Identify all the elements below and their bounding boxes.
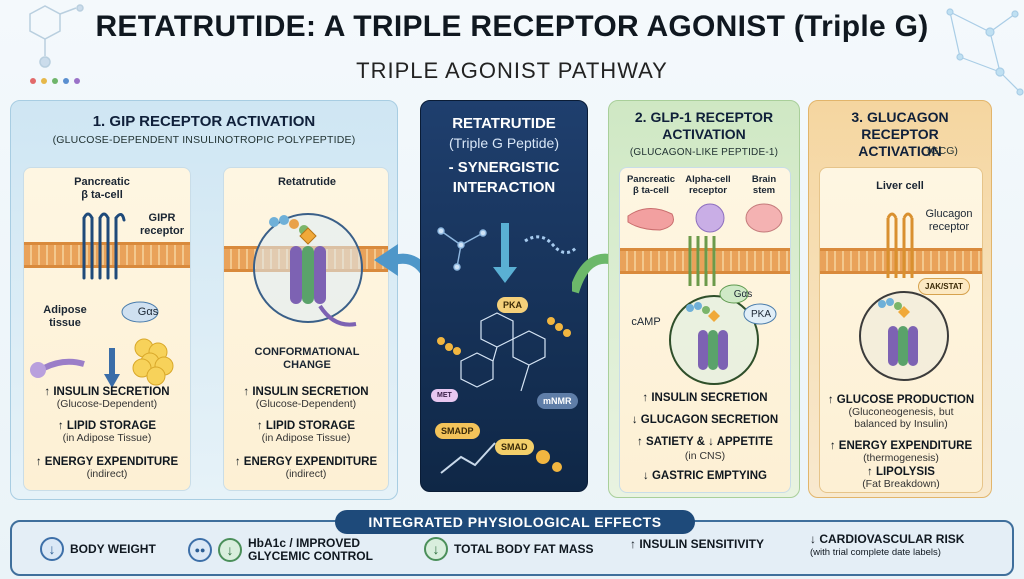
glp-effect-4: ↓ GASTRIC EMPTYING [643, 470, 767, 482]
tissue-label: Adipose tissue [43, 304, 87, 329]
glp1-receptor-illustration [627, 203, 783, 385]
cell-membrane [820, 248, 982, 274]
effect-hba1c: ●● ↓ HbA1c / IMPROVED GLYCEMIC CONTROL [188, 537, 373, 563]
center-title: RETATRUTIDE [452, 115, 556, 132]
smad-pill: SMAD [495, 439, 534, 455]
effect-body-fat: ↓ TOTAL BODY FAT MASS [424, 537, 594, 561]
gip-effect-1: ↑ INSULIN SECRETION (Glucose-Dependent) [44, 386, 170, 410]
cell-label: Pancreatic β ta-cell [74, 176, 130, 201]
retatrutide-center-panel: RETATRUTIDE (Triple G Peptide) - SYNERGI… [420, 100, 588, 492]
synergy-label: - SYNERGISTIC INTERACTION [448, 159, 560, 196]
center-subtitle: (Triple G Peptide) [449, 135, 559, 151]
gip-left-card: Pancreatic β ta-cell GIPR receptor Gαs A… [23, 167, 191, 491]
page-title: RETATRUTIDE: A TRIPLE RECEPTOR AGONIST (… [95, 10, 929, 43]
drug-label: Retatrutide [277, 176, 337, 188]
glp-effect-3-note: (in CNS) [684, 450, 726, 462]
glp-effect-1: ↑ INSULIN SECRETION [642, 392, 768, 404]
cell-label: Liver cell [876, 180, 924, 192]
glp-heading: 2. GLP-1 RECEPTOR ACTIVATION [634, 109, 774, 142]
camp-label: cAMP [631, 316, 661, 328]
cell-label-brainstem: Brain stem [751, 174, 777, 196]
jak-stat-pill: JAK/STAT [918, 278, 970, 295]
smadp-pill: SMADP [435, 423, 480, 439]
gip-effect-2: ↑ LIPID STORAGE (in Adipose Tissue) [256, 420, 356, 444]
gip-right-card: Retatrutide CONFORMATIONAL CHANGE ↑ INSU… [223, 167, 389, 491]
glp-effect-3: ↑ SATIETY & ↓ APPETITE [637, 436, 773, 448]
header: RETATRUTIDE: A TRIPLE RECEPTOR AGONIST (… [0, 0, 1024, 98]
gip-subheading: (GLUCOSE-DEPENDENT INSULINOTROPIC POLYPE… [52, 134, 356, 146]
gcg-heading-suffix: (GCG) [927, 145, 958, 157]
peptide-molecule-illustration [437, 223, 579, 474]
glp-effect-2: ↓ GLUCAGON SECRETION [631, 414, 779, 426]
pka-label: PKA [750, 309, 771, 320]
cardio-note: (with trial complete date labels) [810, 547, 941, 558]
network-decoration-right [946, 8, 1024, 96]
glp-card: Pancreatic β ta-cell Alpha-cell receptor… [619, 167, 791, 493]
change-label: CONFORMATIONAL CHANGE [254, 346, 360, 371]
integrated-effects-title: INTEGRATED PHYSIOLOGICAL EFFECTS [335, 510, 695, 534]
glucagon-receptor-illustration [859, 212, 949, 381]
gip-effect-1: ↑ INSULIN SECRETION (Glucose-Dependent) [243, 386, 369, 410]
receptor-label: GIPR receptor [139, 212, 185, 237]
met-pill: MET [431, 389, 458, 402]
glucagon-panel: 3. GLUCAGON RECEPTOR ACTIVATION (GCG) Li… [808, 100, 992, 498]
cell-label-pancreas: Pancreatic β ta-cell [626, 174, 676, 196]
gcg-heading: 3. GLUCAGON RECEPTOR ACTIVATION [851, 109, 949, 159]
down-arrow-icon: ↓ [40, 537, 64, 561]
gcg-card: Liver cell Glucagon receptor JAK/STAT ↑ … [819, 167, 983, 493]
mnmr-pill: mNMR [537, 393, 578, 409]
glp-subheading: (GLUCAGON-LIKE PEPTIDE-1) [629, 147, 779, 158]
effect-insulin-sensitivity: ↑ INSULIN SENSITIVITY [630, 537, 765, 551]
capsule-icon: ●● [188, 538, 212, 562]
cell-label-alpha: Alpha-cell receptor [685, 174, 731, 196]
glp1-panel: 2. GLP-1 RECEPTOR ACTIVATION (GLUCAGON-L… [608, 100, 800, 498]
effect-cardio-risk: ↓ CARDIOVASCULAR RISK (with trial comple… [810, 532, 965, 558]
effect-body-weight: ↓ BODY WEIGHT [40, 537, 156, 561]
gip-panel: 1. GIP RECEPTOR ACTIVATION (GLUCOSE-DEPE… [10, 100, 398, 500]
g-protein-label: Gαs [137, 306, 159, 318]
gip-effect-3: ↑ ENERGY EXPENDITURE (indirect) [234, 456, 378, 480]
gipr-receptor-illustration [30, 212, 174, 388]
down-arrow-icon: ↓ [424, 537, 448, 561]
gcg-effect-2: ↑ ENERGY EXPENDITURE (thermogenesis) [829, 440, 973, 464]
gcg-effect-3: ↑ LIPOLYSIS (Fat Breakdown) [862, 466, 940, 490]
down-arrow-icon: ↓ [218, 538, 242, 562]
g-protein-label: Gαs [733, 289, 753, 300]
page-subtitle: TRIPLE AGONIST PATHWAY [356, 58, 668, 83]
gcg-effect-1: ↑ GLUCOSE PRODUCTION (Gluconeogenesis, b… [827, 394, 975, 430]
molecule-decoration-left [29, 4, 84, 68]
gip-effect-2: ↑ LIPID STORAGE (in Adipose Tissue) [57, 420, 157, 444]
pka-pill: PKA [497, 297, 529, 313]
gip-heading: 1. GIP RECEPTOR ACTIVATION [92, 113, 316, 130]
gip-effect-3: ↑ ENERGY EXPENDITURE (indirect) [35, 456, 179, 480]
color-dots [30, 78, 80, 84]
receptor-label: Glucagon receptor [925, 208, 973, 233]
conformational-change-illustration [253, 213, 363, 327]
